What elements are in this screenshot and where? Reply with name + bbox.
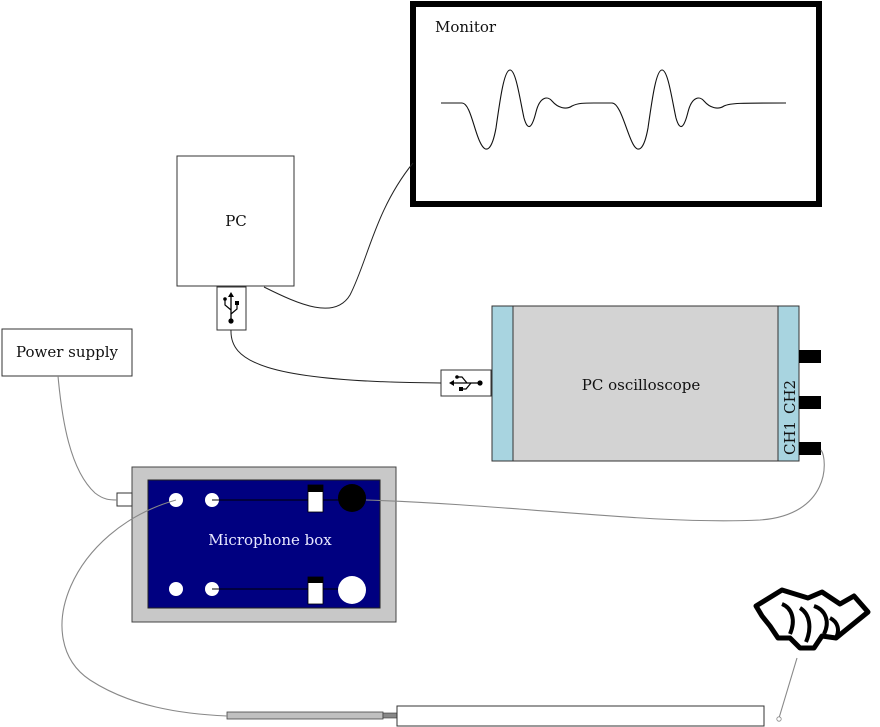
pc: PC <box>176 155 295 287</box>
monitor-waveform <box>441 69 787 150</box>
usb-icon <box>223 292 239 324</box>
scope-connector-top <box>799 350 821 363</box>
monitor: Monitor <box>410 1 822 207</box>
pc-label: PC <box>225 212 247 230</box>
bnc-connector-top <box>338 484 366 512</box>
cable-pc-monitor <box>263 162 414 309</box>
cable-mic-to-probe <box>61 499 228 717</box>
cable-power-supply <box>57 375 118 501</box>
power-supply: Power supply <box>1 328 133 377</box>
scope-usb-port <box>440 369 492 397</box>
probe-rod <box>226 705 765 727</box>
monitor-label: Monitor <box>435 18 497 36</box>
pc-usb-port <box>216 286 247 331</box>
pc-oscilloscope-label: PC oscilloscope <box>582 376 701 394</box>
usb-icon <box>449 375 483 391</box>
bnc-connector-bottom <box>338 576 366 604</box>
cable-usb-pc-scope <box>230 329 442 384</box>
hand-string <box>778 657 798 719</box>
power-input-port <box>116 492 133 507</box>
scope-connector-ch2 <box>799 396 821 409</box>
scope-connector-ch1 <box>799 442 821 455</box>
string-weight <box>776 716 782 722</box>
power-supply-label: Power supply <box>16 343 119 361</box>
cable-mic-to-scope <box>365 449 825 522</box>
microphone-box: Microphone box <box>116 466 397 623</box>
jack-bottom-1 <box>169 582 183 596</box>
hand-icon <box>753 587 871 651</box>
ch1-label: CH1 <box>781 421 799 455</box>
ch2-label: CH2 <box>781 380 799 414</box>
microphone-box-label: Microphone box <box>208 531 332 549</box>
pc-oscilloscope: PC oscilloscope CH1 CH2 <box>491 305 821 462</box>
